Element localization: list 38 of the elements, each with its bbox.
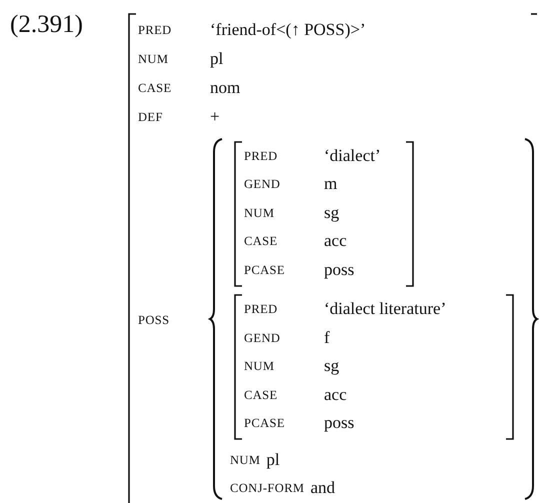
attribute-name: DEF [138,109,163,126]
attribute-value: ‘dialect’ [324,146,381,166]
attribute-value: m [324,174,338,194]
attribute-value-matrix [128,13,537,503]
attribute-name: CONJ-FORM [230,480,304,497]
attribute-value-matrix [234,141,414,287]
attribute-name: CASE [138,80,172,97]
attribute-value: and [310,478,335,498]
attribute-value: poss [324,413,354,433]
example-number: (2.391) [10,10,83,40]
attribute-value: ‘friend-of<(↑ POSS)>’ [210,20,366,40]
attribute-name: PRED [138,22,172,39]
attribute-value: acc [324,385,347,405]
feature-set [210,138,537,500]
attribute-value: poss [324,260,354,280]
attribute-name: NUM [244,205,274,222]
attribute-value-matrix [234,294,514,440]
attribute-value: acc [324,231,347,251]
attribute-name: CASE [244,233,278,250]
attribute-value: pl [266,450,280,470]
attribute-value: sg [324,203,340,223]
attribute-name: NUM [230,452,260,469]
attribute-name: NUM [138,51,168,68]
attribute-name: PRED [244,301,278,318]
attribute-name: POSS [138,312,170,329]
attribute-name: PCASE [244,415,285,432]
attribute-value: sg [324,356,340,376]
attribute-name: GEND [244,330,280,347]
attribute-value: f [324,328,330,348]
attribute-name: GEND [244,176,280,193]
attribute-value: pl [210,49,224,69]
attribute-name: CASE [244,387,278,404]
attribute-value: + [210,107,220,127]
attribute-value: ‘dialect literature’ [324,299,446,319]
attribute-value: nom [210,78,240,98]
attribute-name: PRED [244,148,278,165]
attribute-name: NUM [244,358,274,375]
attribute-name: PCASE [244,262,285,279]
